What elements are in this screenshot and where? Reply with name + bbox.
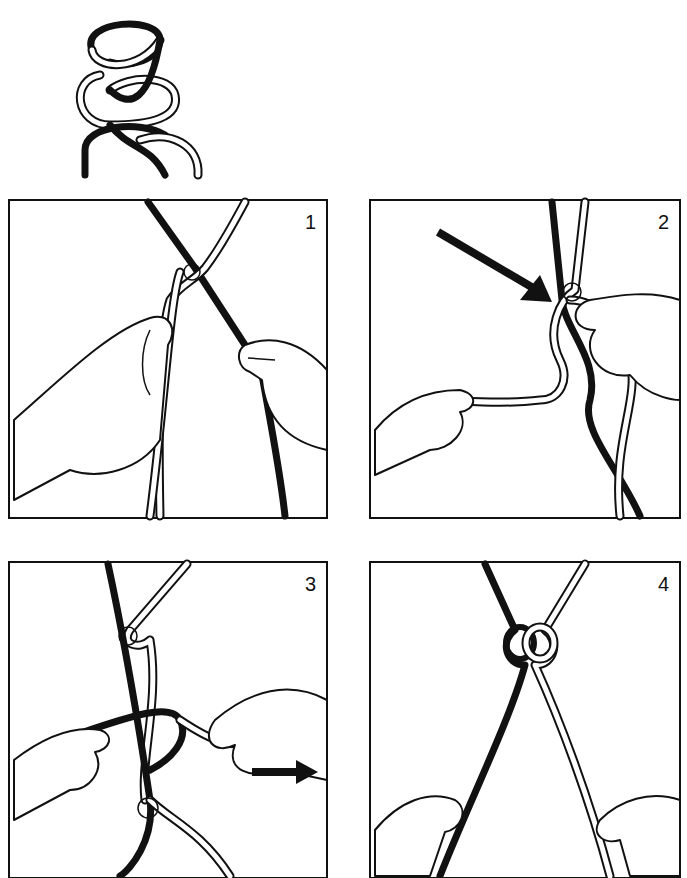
callout-number: 4 (658, 574, 669, 594)
step-2-drawing (375, 202, 680, 516)
step-3-drawing (14, 564, 327, 876)
callout-number: 3 (305, 574, 316, 594)
step-1-drawing (14, 202, 327, 516)
finished-knot (80, 24, 198, 175)
panel-frame (370, 200, 680, 518)
direction-arrow (438, 232, 540, 292)
panel-frame (9, 562, 327, 878)
step-4-drawing (375, 564, 680, 876)
callout-number: 2 (658, 212, 669, 232)
panel-frame (370, 562, 680, 878)
panel-frame (9, 200, 327, 518)
direction-arrow (252, 768, 300, 776)
callout-number: 1 (305, 212, 316, 232)
